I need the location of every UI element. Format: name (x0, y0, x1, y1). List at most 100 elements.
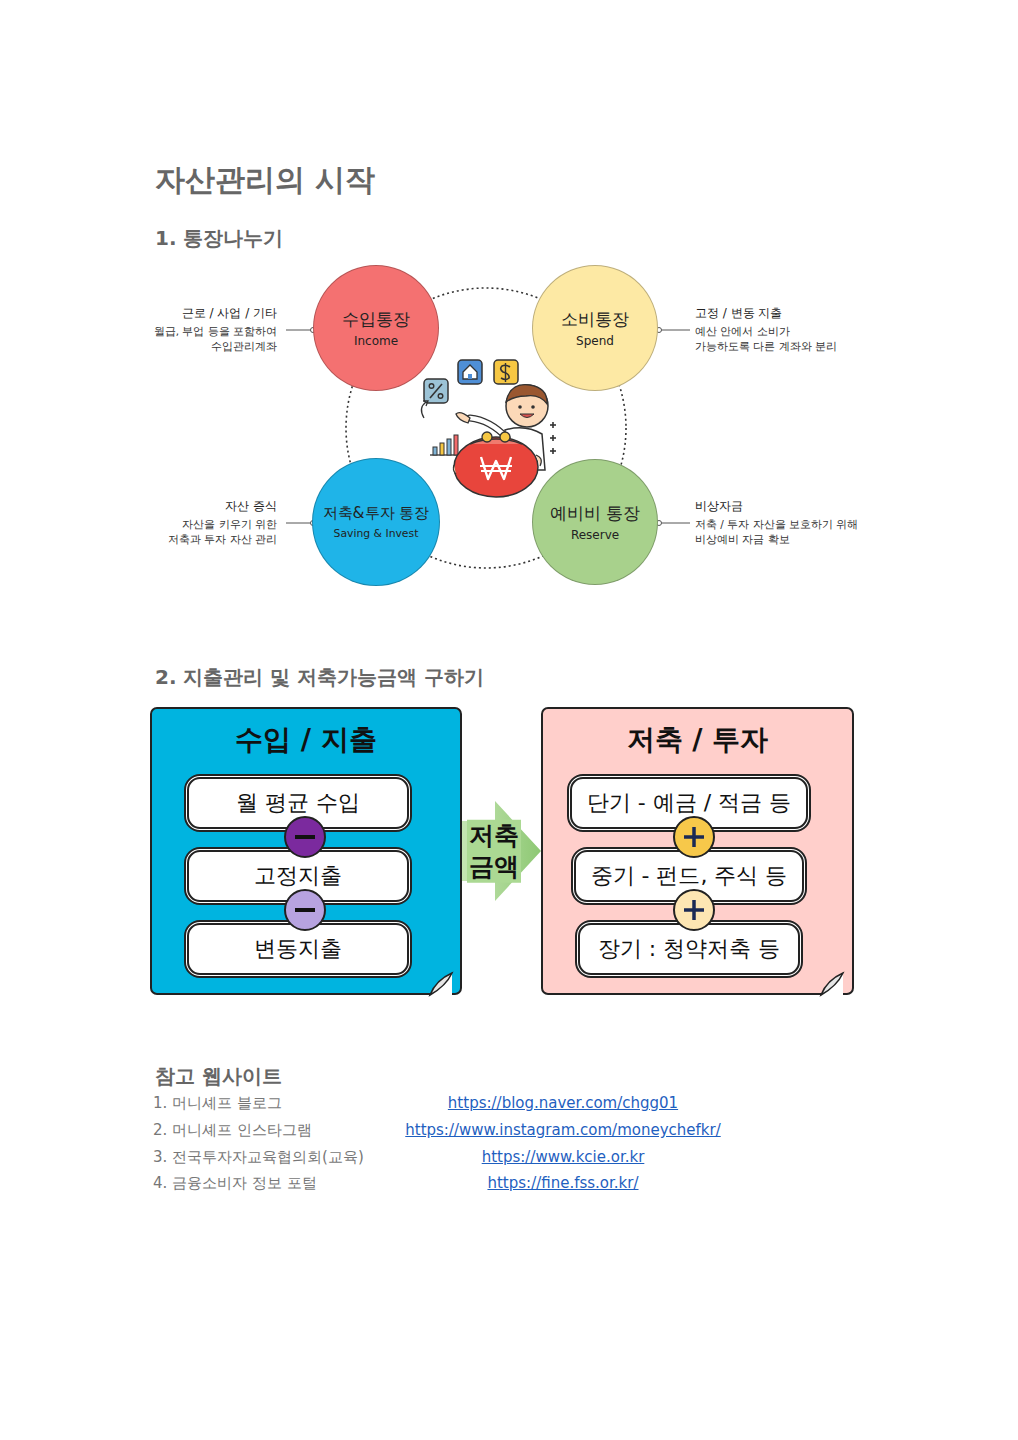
money-illustration (518, 405, 522, 409)
account-heading: 근로 / 사업 / 기타 (107, 305, 277, 322)
account-circle: 소비통장 Spend (532, 265, 658, 391)
reference-url: https://www.instagram.com/moneychefkr/ (393, 1120, 733, 1142)
money-illustration (531, 405, 535, 409)
edge-label: 저축 금액 (467, 820, 521, 883)
page-curl (821, 973, 843, 995)
item-text: 중기 - 펀드, 주식 등 (591, 861, 788, 891)
account-name: 예비비 통장 (550, 502, 640, 525)
money-illustration (481, 470, 511, 472)
budget-item: 고정지출 (184, 847, 412, 905)
page-curl (430, 973, 452, 995)
saving-panel: 저축 / 투자단기 - 예금 / 적금 등중기 - 펀드, 주식 등장기 : 청… (541, 707, 854, 995)
account-english: Saving & Invest (334, 527, 419, 540)
account-english: Reserve (571, 528, 619, 542)
money-illustration (480, 465, 512, 467)
money-illustration (552, 448, 554, 454)
flow-arrow (462, 801, 541, 901)
leader-lines (286, 523, 311, 524)
money-illustration (505, 363, 506, 382)
money-illustration (440, 443, 444, 455)
item-text: 변동지출 (254, 934, 342, 964)
account-circle: 수입통장 Income (313, 265, 439, 391)
account-english: Income (354, 334, 398, 348)
connectors (462, 801, 541, 901)
minus-symbol (285, 890, 325, 930)
account-circle: 예비비 통장 Reserve (532, 459, 658, 585)
saving-item: 장기 : 청약저축 등 (575, 920, 803, 978)
account-name: 소비통장 (561, 308, 629, 331)
money-illustration (494, 360, 518, 384)
reference-url: https://fine.fss.or.kr/ (393, 1173, 733, 1195)
money-illustration (506, 385, 547, 404)
plus-symbol (692, 827, 696, 847)
money-illustration (454, 435, 458, 455)
money-illustration (433, 447, 437, 455)
money-illustration (421, 360, 556, 497)
item-text: 고정지출 (254, 861, 342, 891)
money-illustration (458, 360, 482, 384)
money-illustration (423, 401, 428, 406)
money-illustration (481, 457, 511, 479)
plus-symbol (674, 890, 714, 930)
money-illustration (447, 439, 451, 455)
account-english: Spend (576, 334, 614, 348)
page-title: 자산관리의 시작 (155, 160, 375, 201)
account-heading: 자산 증식 (107, 498, 277, 515)
reference-name: 4. 금융소비자 정보 포털 (153, 1173, 317, 1195)
money-illustration (453, 465, 456, 474)
money-illustration (429, 384, 434, 389)
minus-symbol (295, 835, 315, 839)
budget-item: 월 평균 수입 (184, 774, 412, 832)
money-illustration (468, 374, 472, 379)
account-note: 예산 안에서 소비가 가능하도록 다른 계좌와 분리 (695, 324, 847, 354)
saving-item: 중기 - 펀드, 주식 등 (571, 847, 808, 905)
account-circle: 저축&투자 통장 Saving & Invest (312, 458, 441, 587)
plus-symbol (684, 835, 704, 839)
section-heading: 1. 통장나누기 (155, 224, 283, 253)
leader-lines (661, 523, 690, 524)
leader-lines (286, 330, 311, 331)
plus-symbol (674, 817, 714, 857)
account-name: 수입통장 (342, 308, 410, 331)
section-heading: 참고 웹사이트 (155, 1062, 282, 1091)
money-illustration (552, 422, 554, 428)
plus-symbol (674, 817, 714, 930)
account-note: 저축 / 투자 자산을 보호하기 위해 비상예비 자금 확보 (695, 517, 867, 547)
item-text: 월 평균 수입 (236, 788, 360, 818)
page-curl (430, 973, 843, 995)
page-curl (430, 973, 452, 995)
money-illustration (506, 385, 548, 427)
money-illustration (456, 413, 470, 423)
leader-lines (661, 330, 690, 331)
money-illustration (552, 435, 554, 441)
money-illustration (438, 394, 443, 399)
saving-item: 단기 - 예금 / 적금 등 (567, 774, 811, 832)
minus-symbol (285, 817, 325, 857)
panel-heading: 수입 / 지출 (152, 721, 460, 759)
reference-name: 3. 전국투자자교육협의회(교육) (153, 1147, 364, 1169)
money-illustration (454, 437, 538, 497)
money-illustration (550, 422, 556, 454)
money-illustration (470, 439, 522, 444)
item-text: 단기 - 예금 / 적금 등 (587, 788, 791, 818)
minus-symbol (285, 817, 325, 930)
account-note: 월급, 부업 등을 포함하여 수입관리계좌 (149, 324, 277, 354)
page-curl (821, 973, 843, 995)
reference-url: https://www.kcie.or.kr (393, 1147, 733, 1169)
money-illustration (421, 402, 426, 418)
account-name: 저축&투자 통장 (323, 503, 430, 524)
account-heading: 비상자금 (695, 498, 865, 515)
budget-panel: 수입 / 지출월 평균 수입고정지출변동지출 (150, 707, 462, 995)
plus-symbol (684, 908, 704, 912)
money-illustration (430, 384, 442, 398)
item-text: 장기 : 청약저축 등 (598, 934, 780, 964)
account-note: 자산을 키우기 위한 저축과 투자 자산 관리 (157, 517, 277, 547)
reference-name: 2. 머니셰프 인스타그램 (153, 1120, 312, 1142)
reference-name: 1. 머니셰프 블로그 (153, 1093, 282, 1115)
money-illustration (520, 414, 534, 418)
money-illustration (482, 432, 492, 442)
section-heading: 2. 지출관리 및 저축가능금액 구하기 (155, 663, 484, 692)
money-illustration (424, 379, 448, 403)
money-illustration (536, 455, 541, 466)
